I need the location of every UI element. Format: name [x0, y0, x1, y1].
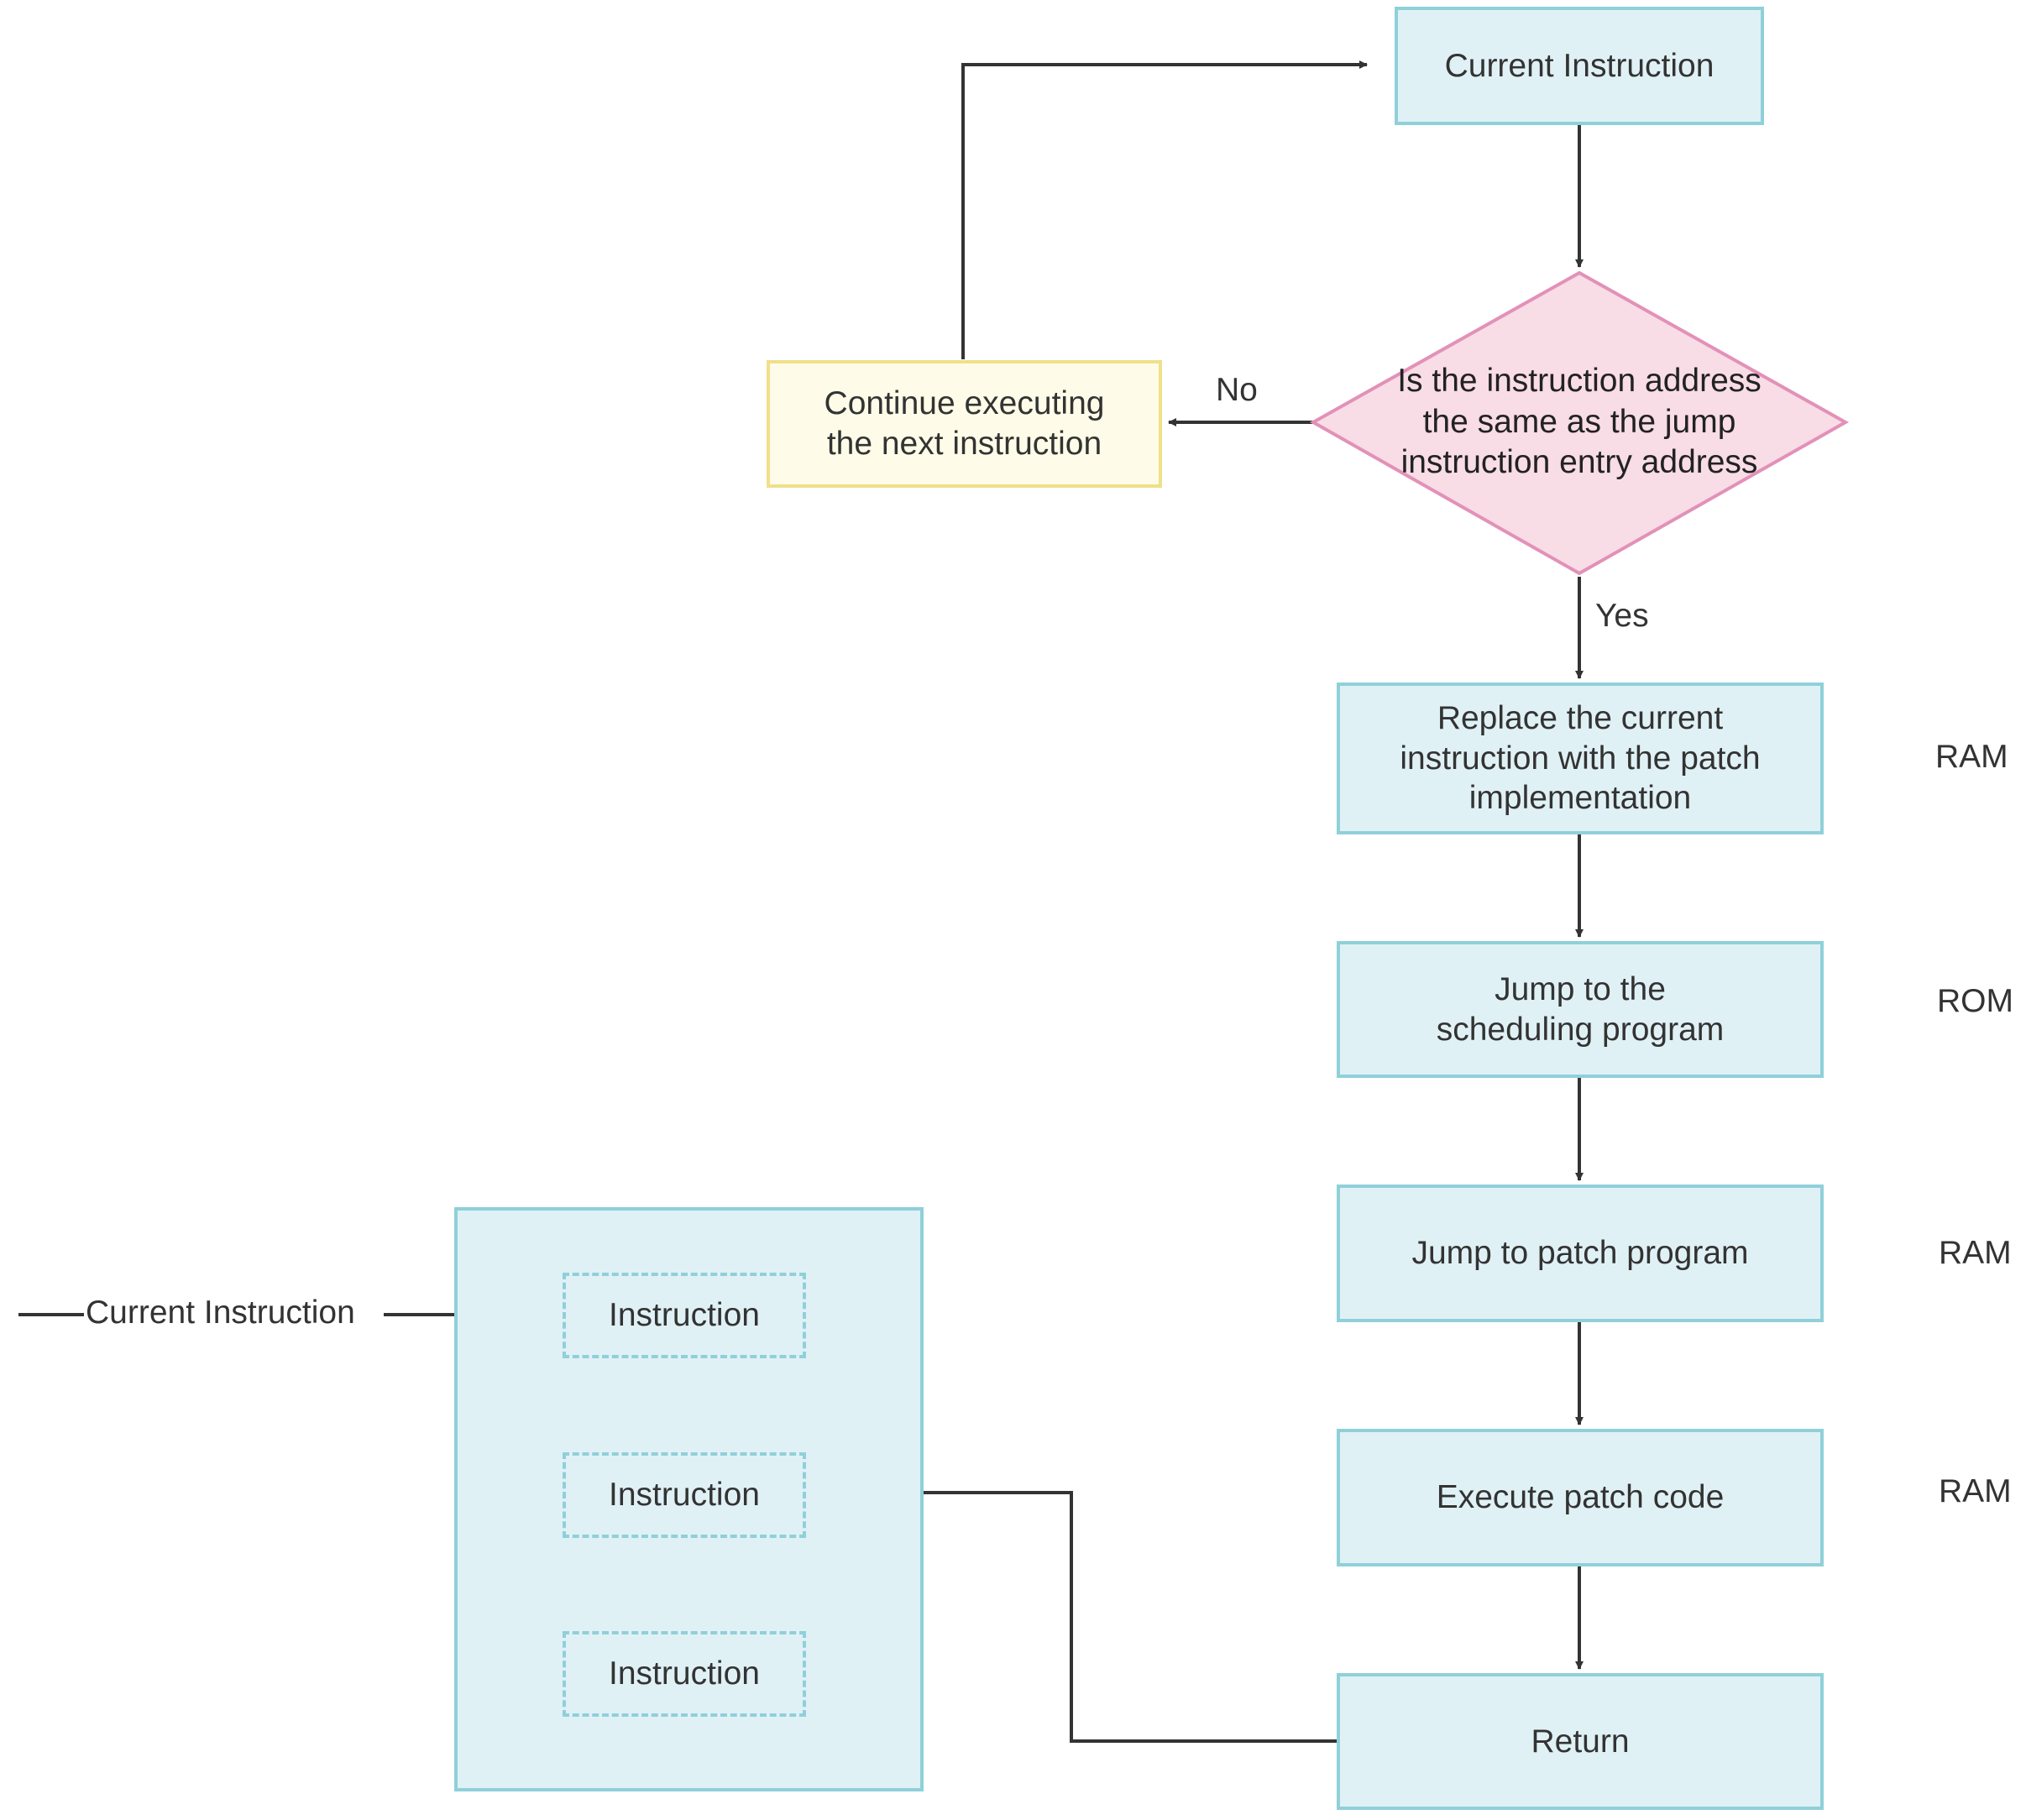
jump-scheduling-node: Jump to the scheduling program: [1337, 941, 1824, 1078]
edge-label-no: No: [1216, 372, 1258, 408]
current-instruction-node: Current Instruction: [1395, 7, 1764, 125]
execute-patch-node: Execute patch code: [1337, 1429, 1824, 1566]
return-node: Return: [1337, 1673, 1824, 1810]
arrow-continue-to-current: [961, 60, 1368, 359]
decision-label: Is the instruction address the same as t…: [1397, 362, 1762, 481]
edge-label-yes: Yes: [1595, 598, 1649, 634]
decision-diamond: [1309, 270, 1850, 576]
replace-instruction-node: Replace the current instruction with the…: [1337, 682, 1824, 834]
jump-patch-node: Jump to patch program: [1337, 1185, 1824, 1322]
continue-node: Continue executing the next instruction: [767, 360, 1162, 488]
memory-label-ram-replace: RAM: [1935, 739, 2008, 775]
arrow-return-to-instruction: [807, 1488, 1337, 1743]
memory-label-ram-execute: RAM: [1939, 1473, 2012, 1509]
memory-label-ram-patch: RAM: [1939, 1235, 2012, 1271]
entry-current-instruction-label: Current Instruction: [86, 1294, 355, 1331]
memory-label-rom-scheduling: ROM: [1937, 983, 2013, 1019]
instruction-item-2: Instruction: [563, 1452, 806, 1538]
instruction-item-3: Instruction: [563, 1631, 806, 1717]
instruction-item-1: Instruction: [563, 1273, 806, 1358]
